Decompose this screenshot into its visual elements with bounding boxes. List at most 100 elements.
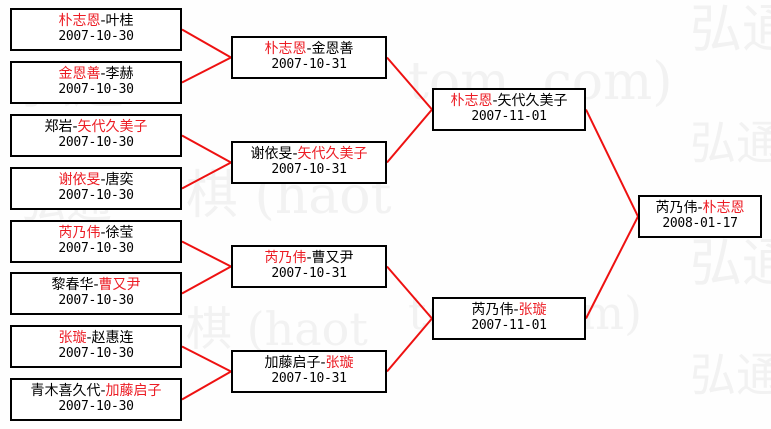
player-separator: - (100, 13, 106, 30)
watermark-text: 弘通 (690, 348, 771, 402)
player-loser: 赵惠连 (91, 330, 134, 347)
player-separator: - (100, 383, 106, 400)
player-separator: - (93, 277, 99, 294)
match-players: 黎春华-曹又尹 (51, 278, 140, 294)
match-players: 张璇-赵惠连 (58, 331, 133, 347)
match-date: 2007-10-31 (271, 371, 347, 387)
match-players: 朴志恩-矢代久美子 (450, 94, 567, 110)
player-separator: - (292, 146, 298, 163)
player-loser: 叶桂 (105, 13, 134, 30)
player-separator: - (306, 41, 312, 58)
player-winner: 张璇 (58, 330, 87, 347)
player-winner: 朴志恩 (702, 200, 745, 217)
connector-line (386, 56, 433, 111)
player-loser: 李赫 (105, 66, 134, 83)
match-date: 2007-11-01 (471, 109, 547, 125)
player-winner: 矢代久美子 (297, 146, 368, 163)
player-winner: 芮乃伟 (264, 250, 307, 267)
watermark-text: 弘通 (690, 0, 771, 60)
watermark-text: 棋 (haot (186, 302, 368, 356)
match-players: 朴志恩-叶桂 (58, 14, 133, 30)
player-winner: 加藤启子 (105, 383, 162, 400)
player-separator: - (72, 119, 78, 136)
match-players: 谢依旻-唐奕 (58, 173, 133, 189)
match-date: 2007-10-30 (58, 399, 134, 415)
watermark-text: 弘通 (690, 116, 771, 170)
player-winner: 金恩善 (58, 66, 101, 83)
connector-line (181, 240, 232, 268)
match-players: 芮乃伟-朴志恩 (655, 201, 744, 217)
connector-line (181, 161, 232, 190)
connector-line (181, 370, 232, 401)
player-separator: - (100, 172, 106, 189)
player-separator: - (306, 250, 312, 267)
watermark-text: 弘通 (690, 234, 771, 294)
player-winner: 朴志恩 (58, 13, 101, 30)
player-loser: 青木喜久代 (30, 383, 101, 400)
match-date: 2007-10-30 (58, 135, 134, 151)
player-loser: 芮乃伟 (471, 302, 514, 319)
player-loser: 徐莹 (105, 225, 134, 242)
player-loser: 黎春华 (51, 277, 94, 294)
player-loser: 金恩善 (311, 41, 354, 58)
connector-line (181, 345, 232, 373)
player-winner: 朴志恩 (450, 93, 493, 110)
connector-line (181, 56, 232, 84)
match-players: 青木喜久代-加藤启子 (30, 384, 161, 400)
connector-line (585, 109, 639, 217)
match-players: 金恩善-李赫 (58, 67, 133, 83)
connector-line (181, 265, 232, 295)
match-date: 2007-10-30 (58, 241, 134, 257)
player-loser: 郑岩 (44, 119, 73, 136)
player-separator: - (100, 225, 106, 242)
match-date: 2007-11-01 (471, 318, 547, 334)
match-date: 2007-10-31 (271, 266, 347, 282)
player-separator: - (86, 330, 92, 347)
connector-line (386, 317, 433, 373)
match-date: 2007-10-31 (271, 57, 347, 73)
player-separator: - (697, 200, 703, 217)
player-separator: - (100, 66, 106, 83)
player-winner: 张璇 (518, 302, 547, 319)
match-players: 芮乃伟-张璇 (471, 303, 546, 319)
connector-line (386, 265, 433, 320)
match-date: 2007-10-31 (271, 162, 347, 178)
player-separator: - (492, 93, 498, 110)
match-date: 2007-10-30 (58, 29, 134, 45)
player-loser: 芮乃伟 (655, 200, 698, 217)
player-winner: 芮乃伟 (58, 225, 101, 242)
connector-line (585, 216, 639, 319)
player-loser: 谢依旻 (250, 146, 293, 163)
connector-line (386, 108, 433, 164)
player-loser: 加藤启子 (264, 355, 321, 372)
player-winner: 曹又尹 (98, 277, 141, 294)
match-players: 芮乃伟-曹又尹 (264, 251, 353, 267)
match-date: 2007-10-30 (58, 82, 134, 98)
player-separator: - (320, 355, 326, 372)
match-date: 2007-10-30 (58, 188, 134, 204)
player-winner: 张璇 (325, 355, 354, 372)
match-players: 芮乃伟-徐莹 (58, 226, 133, 242)
match-date: 2008-01-17 (662, 216, 738, 232)
player-winner: 谢依旻 (58, 172, 101, 189)
match-players: 朴志恩-金恩善 (264, 42, 353, 58)
match-date: 2007-10-30 (58, 293, 134, 309)
connector-line (181, 28, 232, 59)
player-loser: 唐奕 (105, 172, 134, 189)
